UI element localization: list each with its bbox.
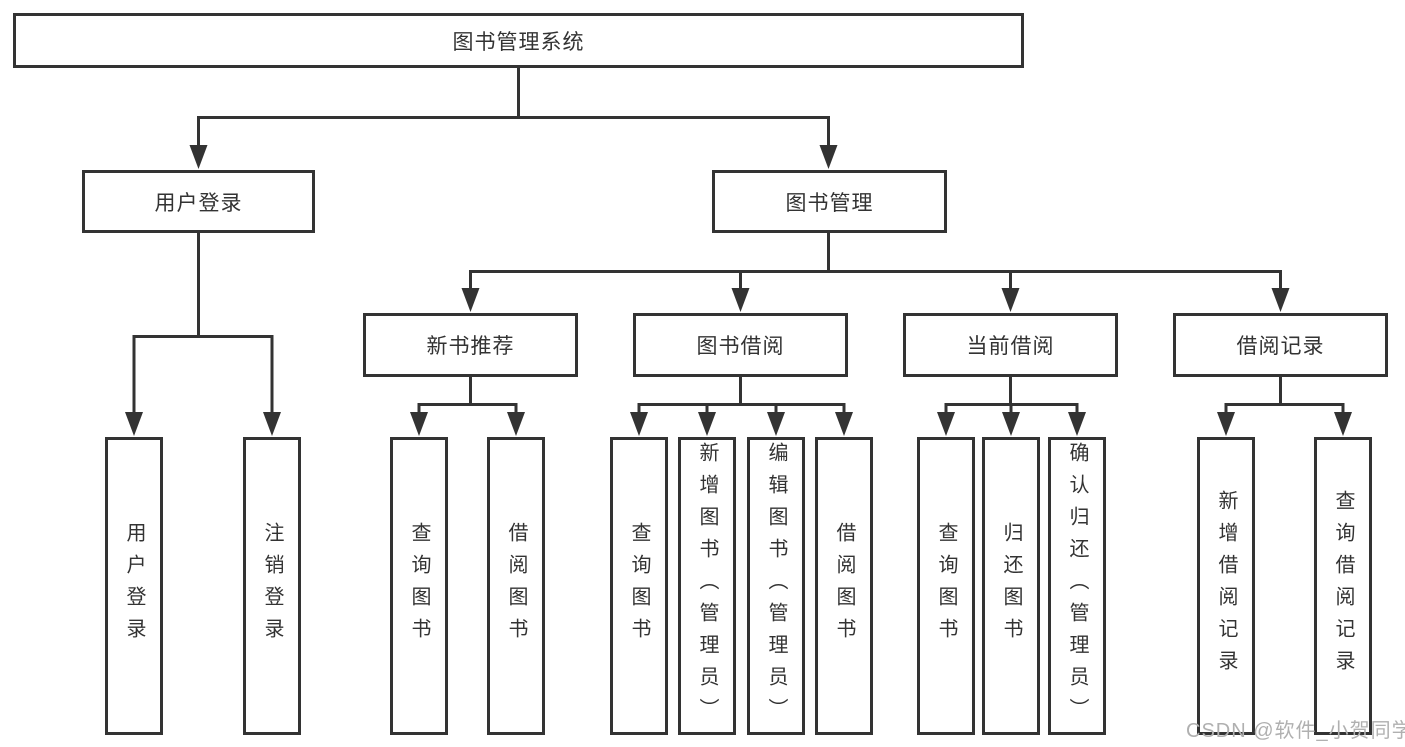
leaf-nb-query-books: 查询图书 <box>390 437 448 735</box>
leaf-bb-query-books: 查询图书 <box>610 437 668 735</box>
arrowhead-icon <box>630 412 648 436</box>
connector-book-borrowing-children <box>630 376 853 436</box>
connector-line <box>132 232 274 419</box>
leaf-bb-borrow-books: 借阅图书 <box>815 437 873 735</box>
arrowhead-icon <box>1002 412 1020 436</box>
leaf-br-add-record: 新增借阅记录 <box>1197 437 1255 735</box>
arrowhead-icon <box>125 412 143 436</box>
arrowhead-icon <box>819 145 838 169</box>
arrowhead-icon <box>263 412 281 436</box>
leaf-nb-borrow-books: 借阅图书 <box>487 437 545 735</box>
node-new-book-recommendation: 新书推荐 <box>363 313 578 377</box>
arrowhead-icon <box>767 412 785 436</box>
leaf-user-login: 用户登录 <box>105 437 163 735</box>
leaf-bb-edit-books-admin: 编辑图书（管理员） <box>747 437 805 735</box>
node-user-login: 用户登录 <box>82 170 315 233</box>
arrowhead-icon <box>410 412 428 436</box>
connector-line <box>197 68 830 151</box>
connector-current-borrowing-children <box>937 376 1086 436</box>
connector-new-book-children <box>410 376 525 436</box>
connector-book-management-children <box>461 232 1290 312</box>
watermark: CSDN @软件_小贺同学 <box>1186 720 1405 742</box>
arrowhead-icon <box>189 145 208 169</box>
arrowhead-icon <box>1001 288 1020 312</box>
leaf-bb-add-books-admin: 新增图书（管理员） <box>678 437 736 735</box>
connector-user-login-children <box>125 232 281 436</box>
node-book-management: 图书管理 <box>712 170 947 233</box>
leaf-cb-query-books: 查询图书 <box>917 437 975 735</box>
leaf-cb-return-books: 归还图书 <box>982 437 1040 735</box>
node-borrowing-records: 借阅记录 <box>1173 313 1388 377</box>
connector-line <box>1224 376 1345 420</box>
arrowhead-icon <box>731 288 750 312</box>
arrowhead-icon <box>937 412 955 436</box>
connector-line <box>469 232 1282 295</box>
arrowhead-icon <box>835 412 853 436</box>
node-book-borrowing: 图书借阅 <box>633 313 848 377</box>
arrowhead-icon <box>1271 288 1290 312</box>
arrowhead-icon <box>507 412 525 436</box>
connector-borrowing-records-children <box>1217 376 1352 436</box>
connector-root-children <box>189 68 838 169</box>
connector-line <box>637 376 846 420</box>
node-current-borrowing: 当前借阅 <box>903 313 1118 377</box>
arrowhead-icon <box>698 412 716 436</box>
connector-line <box>417 376 518 420</box>
arrowhead-icon <box>1068 412 1086 436</box>
arrowhead-icon <box>1334 412 1352 436</box>
arrowhead-icon <box>1217 412 1235 436</box>
leaf-br-query-record: 查询借阅记录 <box>1314 437 1372 735</box>
node-root-title: 图书管理系统 <box>13 13 1024 68</box>
arrowhead-icon <box>461 288 480 312</box>
leaf-cb-confirm-return-admin: 确认归还（管理员） <box>1048 437 1106 735</box>
leaf-logout: 注销登录 <box>243 437 301 735</box>
